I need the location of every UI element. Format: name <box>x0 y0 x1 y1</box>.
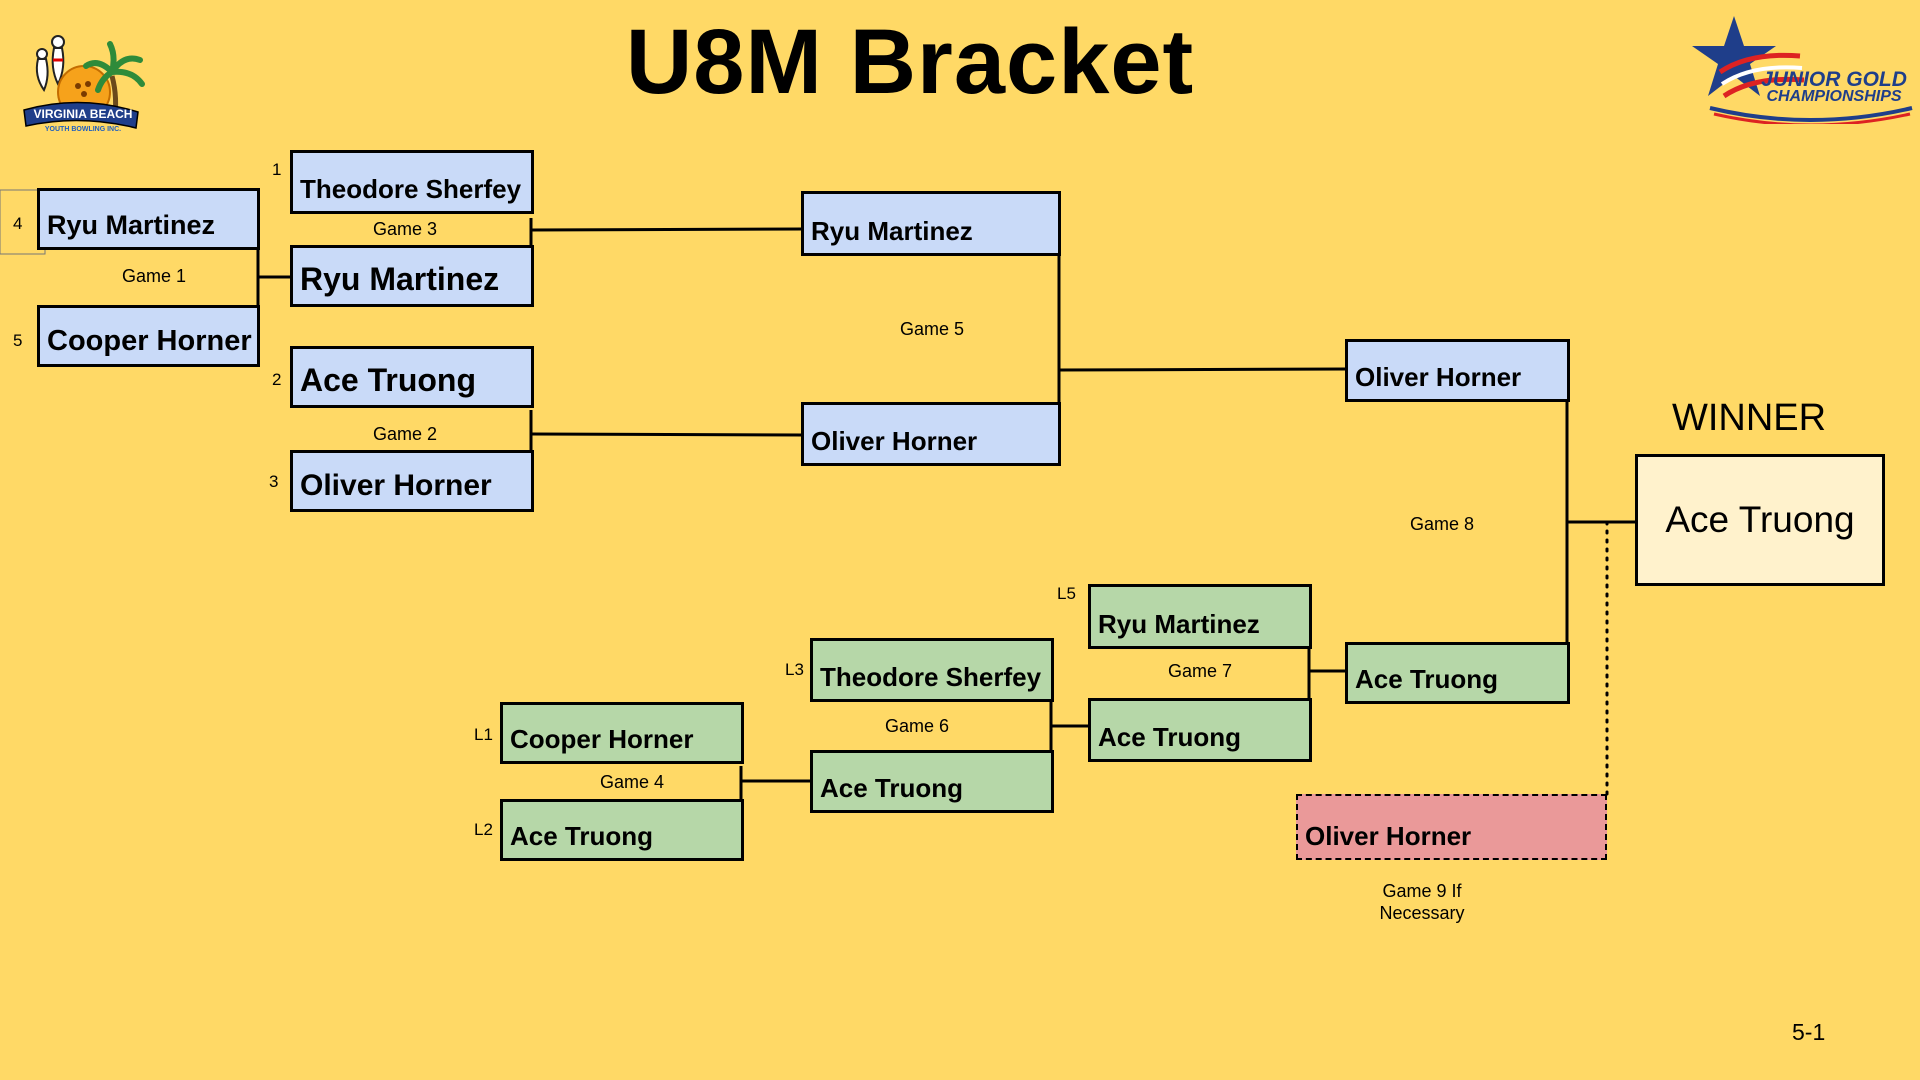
virginia-beach-logo: VIRGINIA BEACH YOUTH BOWLING INC. <box>20 28 146 140</box>
game4-bottom-slot[interactable]: Ace Truong <box>500 799 744 861</box>
seed-label-2: 2 <box>272 370 282 389</box>
game3-top-slot[interactable]: Theodore Sherfey <box>290 150 534 214</box>
game3-bottom-slot[interactable]: Ryu Martinez <box>290 245 534 307</box>
game5-bottom-slot[interactable]: Oliver Horner <box>801 402 1061 466</box>
game7-top-slot[interactable]: Ryu Martinez <box>1088 584 1312 649</box>
page-title: U8M Bracket <box>625 11 1195 113</box>
junior-gold-logo: JUNIOR GOLD CHAMPIONSHIPS <box>1690 12 1914 127</box>
seed-label-l5: L5 <box>1057 584 1076 603</box>
game2-top-slot[interactable]: Ace Truong <box>290 346 534 408</box>
game9-label-line1: Game 9 If <box>1382 881 1462 901</box>
game8-label: Game 8 <box>1409 514 1475 534</box>
seed-label-l2: L2 <box>474 820 493 839</box>
game6-top-slot[interactable]: Theodore Sherfey <box>810 638 1054 702</box>
seed-label-l1: L1 <box>474 725 493 744</box>
game8-top-slot[interactable]: Oliver Horner <box>1345 339 1570 402</box>
seed-label-3: 3 <box>269 472 279 491</box>
slide-number: 5-1 <box>1792 1019 1826 1045</box>
game6-bottom-slot[interactable]: Ace Truong <box>810 750 1054 813</box>
winner-heading: WINNER <box>1672 397 1827 439</box>
game4-label: Game 4 <box>599 772 665 792</box>
logo-text-championships: CHAMPIONSHIPS <box>1766 88 1902 105</box>
game5-top-slot[interactable]: Ryu Martinez <box>801 191 1061 256</box>
game7-bottom-slot[interactable]: Ace Truong <box>1088 698 1312 762</box>
seed-label-l3: L3 <box>785 660 804 679</box>
game1-top-slot[interactable]: Ryu Martinez <box>37 188 260 250</box>
game9-label-line2: Necessary <box>1379 903 1465 923</box>
game1-label: Game 1 <box>121 266 187 286</box>
game6-label: Game 6 <box>884 716 950 736</box>
logo-text-junior-gold: JUNIOR GOLD <box>1761 68 1907 91</box>
winner-box[interactable]: Ace Truong <box>1635 454 1885 586</box>
game9-if-necessary-slot[interactable]: Oliver Horner <box>1296 794 1607 860</box>
game4-top-slot[interactable]: Cooper Horner <box>500 702 744 764</box>
game2-label: Game 2 <box>372 424 438 444</box>
game8-bottom-slot[interactable]: Ace Truong <box>1345 642 1570 704</box>
game1-bottom-slot[interactable]: Cooper Horner <box>37 305 260 367</box>
seed-label-5: 5 <box>13 331 23 350</box>
game2-bottom-slot[interactable]: Oliver Horner <box>290 450 534 512</box>
logo-text-youth-bowling: YOUTH BOWLING INC. <box>44 126 122 133</box>
seed-label-1: 1 <box>272 160 282 179</box>
game5-label: Game 5 <box>899 319 965 339</box>
seed-label-4: 4 <box>13 214 23 233</box>
game7-label: Game 7 <box>1167 661 1233 681</box>
game3-label: Game 3 <box>372 219 438 239</box>
logo-text-virginia-beach: VIRGINIA BEACH <box>33 107 133 121</box>
